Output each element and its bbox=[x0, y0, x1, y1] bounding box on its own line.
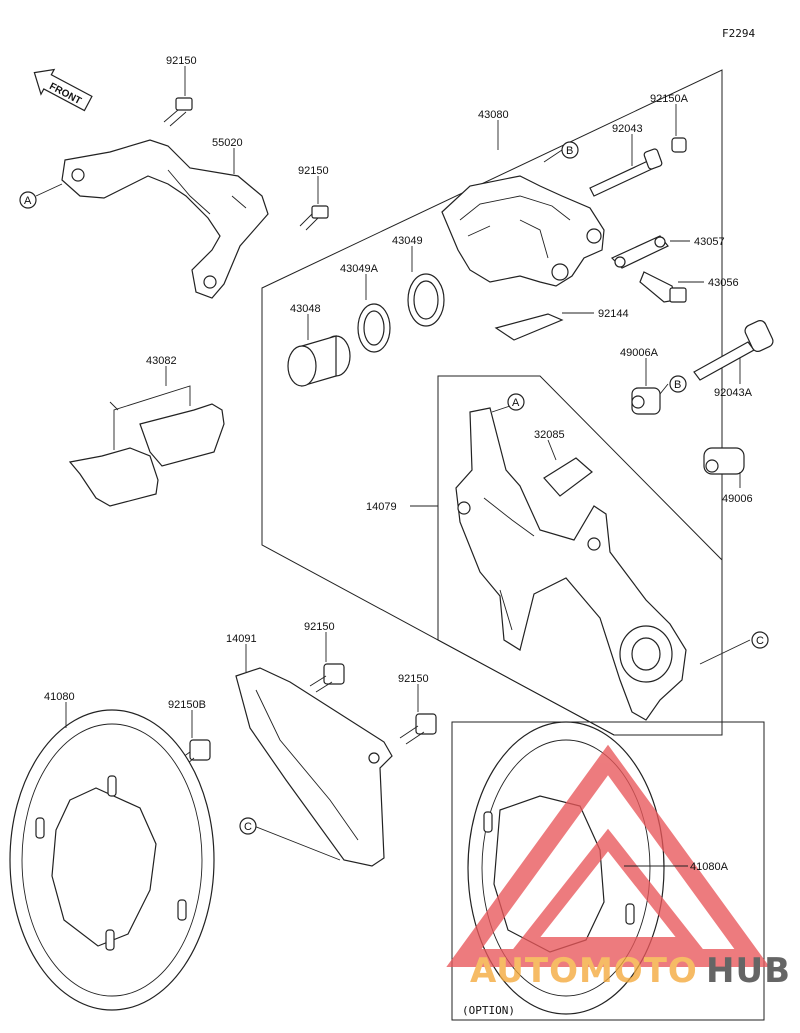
bolt-92150-top bbox=[163, 97, 193, 127]
bleeder-cap-43057 bbox=[610, 235, 669, 269]
svg-text:A: A bbox=[24, 195, 32, 207]
pin-92043 bbox=[589, 148, 663, 197]
piston-43048 bbox=[287, 335, 351, 387]
label-43049: 43049 bbox=[392, 235, 423, 247]
label-14091: 14091 bbox=[226, 633, 257, 645]
bushing-49006A bbox=[631, 387, 661, 415]
label-43082: 43082 bbox=[146, 355, 177, 367]
callout-c-bracket: C bbox=[751, 631, 769, 649]
label-43049A: 43049A bbox=[340, 263, 379, 275]
callout-a-left: A bbox=[19, 191, 37, 209]
leader-lines bbox=[35, 66, 751, 867]
bracket-group-frame bbox=[437, 375, 723, 736]
label-92150-mid: 92150 bbox=[298, 165, 329, 177]
figure-code: F2294 bbox=[722, 27, 755, 40]
svg-text:B: B bbox=[566, 145, 573, 157]
label-49006: 49006 bbox=[722, 493, 753, 505]
label-41080: 41080 bbox=[44, 691, 75, 703]
watermark-logo: AUTOMOTO HUB bbox=[446, 744, 791, 991]
callout-a-bracket: A bbox=[507, 393, 525, 411]
bolt-92150-guard1 bbox=[309, 663, 345, 693]
label-43057: 43057 bbox=[694, 236, 725, 248]
label-55020: 55020 bbox=[212, 137, 243, 149]
watermark-text-right: HUB bbox=[706, 951, 791, 991]
callout-b-pin: B bbox=[669, 375, 687, 393]
spring-92144 bbox=[494, 313, 564, 341]
pin-92043A bbox=[693, 320, 774, 381]
label-41080A: 41080A bbox=[690, 861, 729, 873]
label-43048: 43048 bbox=[290, 303, 321, 315]
label-43080: 43080 bbox=[478, 109, 509, 121]
part-labels: 92150 55020 92150 43080 92150A 92043 430… bbox=[44, 55, 753, 1017]
svg-text:C: C bbox=[756, 635, 764, 647]
bolt-92150-mid bbox=[299, 205, 329, 231]
label-43056: 43056 bbox=[708, 277, 739, 289]
svg-text:A: A bbox=[512, 397, 520, 409]
clip-32085 bbox=[543, 457, 593, 497]
caliper-body-43080 bbox=[441, 175, 605, 287]
bolt-92150-guard2 bbox=[399, 713, 437, 745]
watermark-text-left: AUTOMOTO bbox=[470, 951, 698, 991]
brake-pads-43082 bbox=[68, 385, 225, 507]
label-92144: 92144 bbox=[598, 308, 629, 320]
label-92150-guard1: 92150 bbox=[304, 621, 335, 633]
label-49006A: 49006A bbox=[620, 347, 659, 359]
bushing-49006 bbox=[703, 447, 745, 475]
label-92150-top: 92150 bbox=[166, 55, 197, 67]
plug-92150A bbox=[671, 137, 687, 153]
bleeder-valve-43056 bbox=[639, 271, 687, 303]
label-32085: 32085 bbox=[534, 429, 565, 441]
option-label: (OPTION) bbox=[462, 1004, 515, 1017]
label-14079: 14079 bbox=[366, 501, 397, 513]
label-92150A: 92150A bbox=[650, 93, 689, 105]
caliper-bracket-14079 bbox=[455, 407, 687, 721]
bracket-55020 bbox=[61, 139, 269, 299]
callout-c-guard: C bbox=[239, 817, 257, 835]
watermark-triangle-icon bbox=[446, 744, 770, 967]
svg-text:B: B bbox=[674, 379, 681, 391]
callout-b-top: B bbox=[561, 141, 579, 159]
svg-text:C: C bbox=[244, 821, 252, 833]
label-92043A: 92043A bbox=[714, 387, 753, 399]
front-arrow-icon: FRONT bbox=[33, 68, 93, 112]
option-box bbox=[451, 721, 765, 1021]
guard-14091 bbox=[235, 667, 393, 867]
label-92150-guard2: 92150 bbox=[398, 673, 429, 685]
label-92150B: 92150B bbox=[168, 699, 206, 711]
label-92043: 92043 bbox=[612, 123, 643, 135]
brake-disc-41080 bbox=[9, 709, 215, 1011]
